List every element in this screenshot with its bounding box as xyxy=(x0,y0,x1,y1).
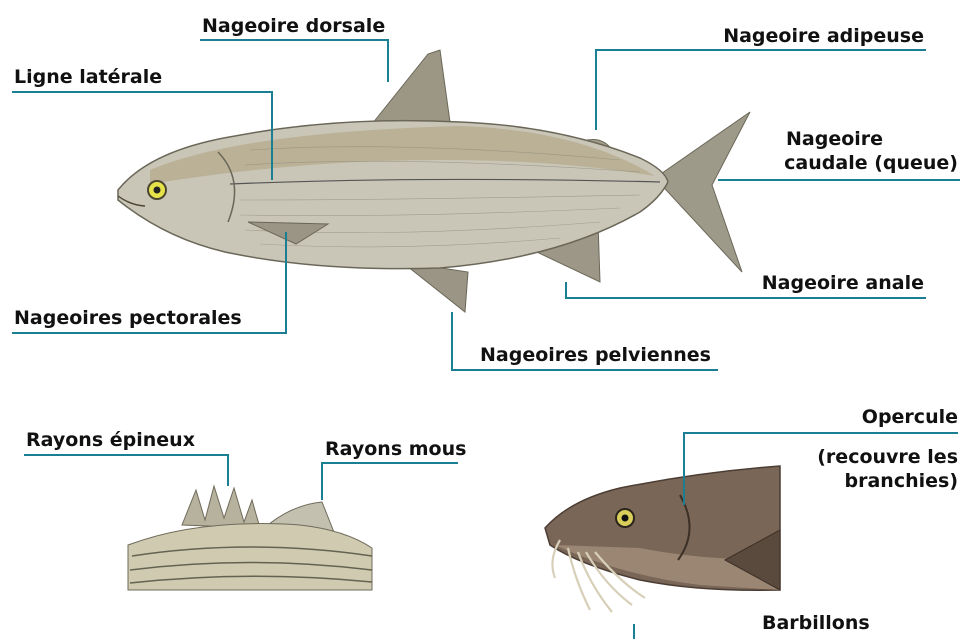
label-adipose-fin: Nageoire adipeuse xyxy=(723,25,924,48)
label-dorsal-fin: Nageoire dorsale xyxy=(202,15,385,38)
label-operculum: Opercule xyxy=(862,406,958,429)
catfish-head-illustration xyxy=(545,466,780,612)
label-pectoral-fins: Nageoires pectorales xyxy=(14,307,242,330)
label-barbels: Barbillons xyxy=(762,612,870,635)
label-caudal-fin-line2: caudale (queue) xyxy=(784,152,958,175)
main-fish-illustration xyxy=(118,50,750,312)
fin-detail-illustration xyxy=(128,486,372,590)
caudal-fin xyxy=(655,112,750,272)
pelvic-fin xyxy=(402,262,468,312)
label-lateral-line: Ligne latérale xyxy=(14,66,162,89)
label-anal-fin: Nageoire anale xyxy=(762,272,924,295)
label-caudal-fin-line1: Nageoire xyxy=(786,128,883,151)
leader-spiny-rays xyxy=(24,455,228,486)
label-spiny-rays: Rayons épineux xyxy=(26,429,195,452)
label-operculum-note-line2: branchies) xyxy=(845,470,959,493)
spiny-dorsal-fin xyxy=(182,486,260,528)
leader-soft-rays xyxy=(322,463,458,500)
leader-adipose xyxy=(596,50,926,130)
dorsal-fin xyxy=(372,50,450,124)
label-operculum-note-line1: (recouvre les xyxy=(817,446,958,469)
leader-dorsal xyxy=(200,40,388,82)
label-pelvic-fins: Nageoires pelviennes xyxy=(480,344,711,367)
label-soft-rays: Rayons mous xyxy=(325,438,466,461)
